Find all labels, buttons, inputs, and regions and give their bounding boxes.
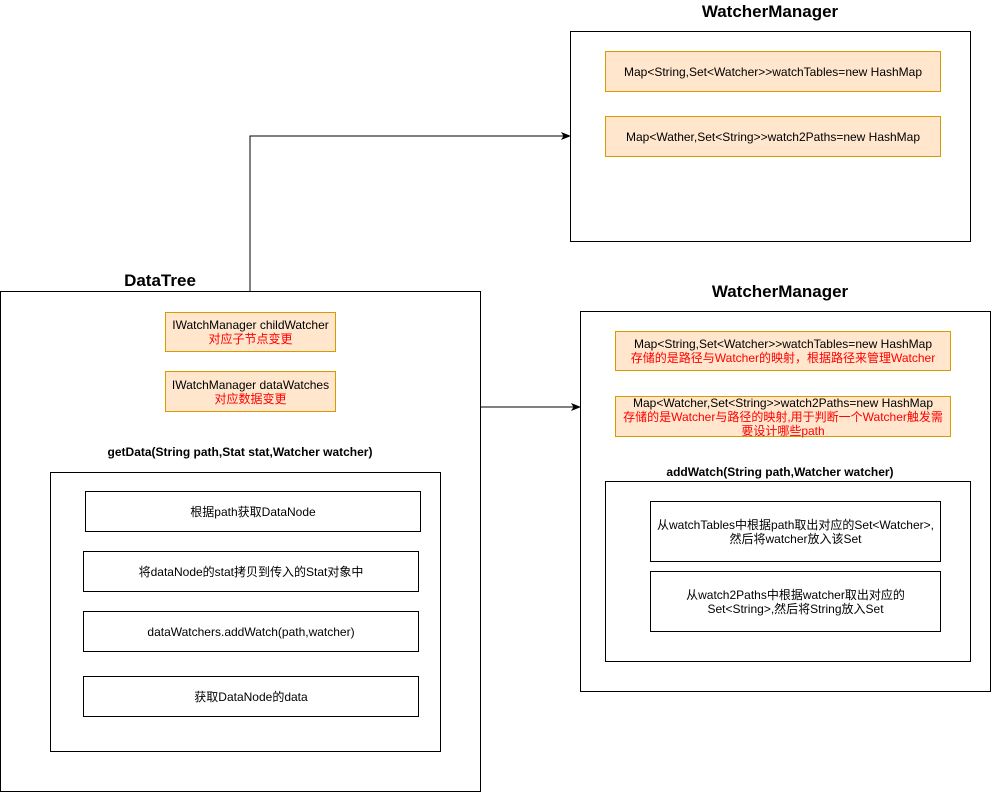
field-label: Map<Watcher,Set<String>>watch2Paths=new …: [632, 395, 934, 410]
child-watcher-field: IWatchManager childWatcher 对应子节点变更: [165, 312, 336, 352]
add-watch-step-1: 从watchTables中根据path取出对应的Set<Watcher>,然后将…: [650, 501, 941, 562]
watcher-manager-top-title: WatcherManager: [701, 2, 839, 21]
field-note: 存储的是路径与Watcher的映射，根据路径来管理Watcher: [630, 351, 936, 365]
field-label: IWatchManager dataWatches: [171, 377, 330, 392]
field-label: IWatchManager childWatcher: [172, 318, 329, 332]
field-note: 存储的是Watcher与路径的映射,用于判断一个Watcher触发需要设计哪些p…: [623, 409, 943, 438]
get-data-step-1: 根据path获取DataNode: [85, 491, 421, 532]
field-label: Map<String,Set<Watcher>>watchTables=new …: [623, 64, 923, 79]
step-text: dataWatchers.addWatch(path,watcher): [147, 624, 355, 639]
get-data-step-2: 将dataNode的stat拷贝到传入的Stat对象中: [83, 551, 419, 592]
field-note: 对应子节点变更: [208, 332, 293, 346]
get-data-step-4: 获取DataNode的data: [83, 676, 419, 717]
step-text: 获取DataNode的data: [194, 689, 308, 704]
field-label: Map<String,Set<Watcher>>watchTables=new …: [633, 337, 933, 351]
watcher-manager-bottom-watch-tables: Map<String,Set<Watcher>>watchTables=new …: [615, 331, 951, 371]
get-data-title: getData(String path,Stat stat,Watcher wa…: [107, 445, 373, 459]
watcher-manager-bottom-watch2paths: Map<Watcher,Set<String>>watch2Paths=new …: [615, 395, 951, 438]
step-text: 从watchTables中根据path取出对应的Set<Watcher>,然后将…: [657, 517, 934, 546]
add-watch-title: addWatch(String path,Watcher watcher): [666, 465, 894, 479]
field-note: 对应数据变更: [214, 391, 287, 406]
get-data-step-3: dataWatchers.addWatch(path,watcher): [83, 611, 419, 652]
field-label: Map<Wather,Set<String>>watch2Paths=new H…: [625, 129, 921, 144]
step-text: 从watch2Paths中根据watcher取出对应的Set<String>,然…: [686, 587, 905, 616]
step-text: 根据path获取DataNode: [190, 504, 316, 519]
watcher-manager-top-watch2paths: Map<Wather,Set<String>>watch2Paths=new H…: [605, 116, 941, 157]
add-watch-step-2: 从watch2Paths中根据watcher取出对应的Set<String>,然…: [650, 571, 941, 632]
step-text: 将dataNode的stat拷贝到传入的Stat对象中: [138, 564, 364, 579]
child-watcher-arrow: [249, 132, 571, 312]
data-watches-field: IWatchManager dataWatches 对应数据变更: [165, 371, 336, 412]
data-tree-title: DataTree: [124, 271, 196, 290]
watcher-manager-bottom-title: WatcherManager: [711, 282, 849, 301]
watcher-manager-top-watch-tables: Map<String,Set<Watcher>>watchTables=new …: [605, 51, 941, 92]
